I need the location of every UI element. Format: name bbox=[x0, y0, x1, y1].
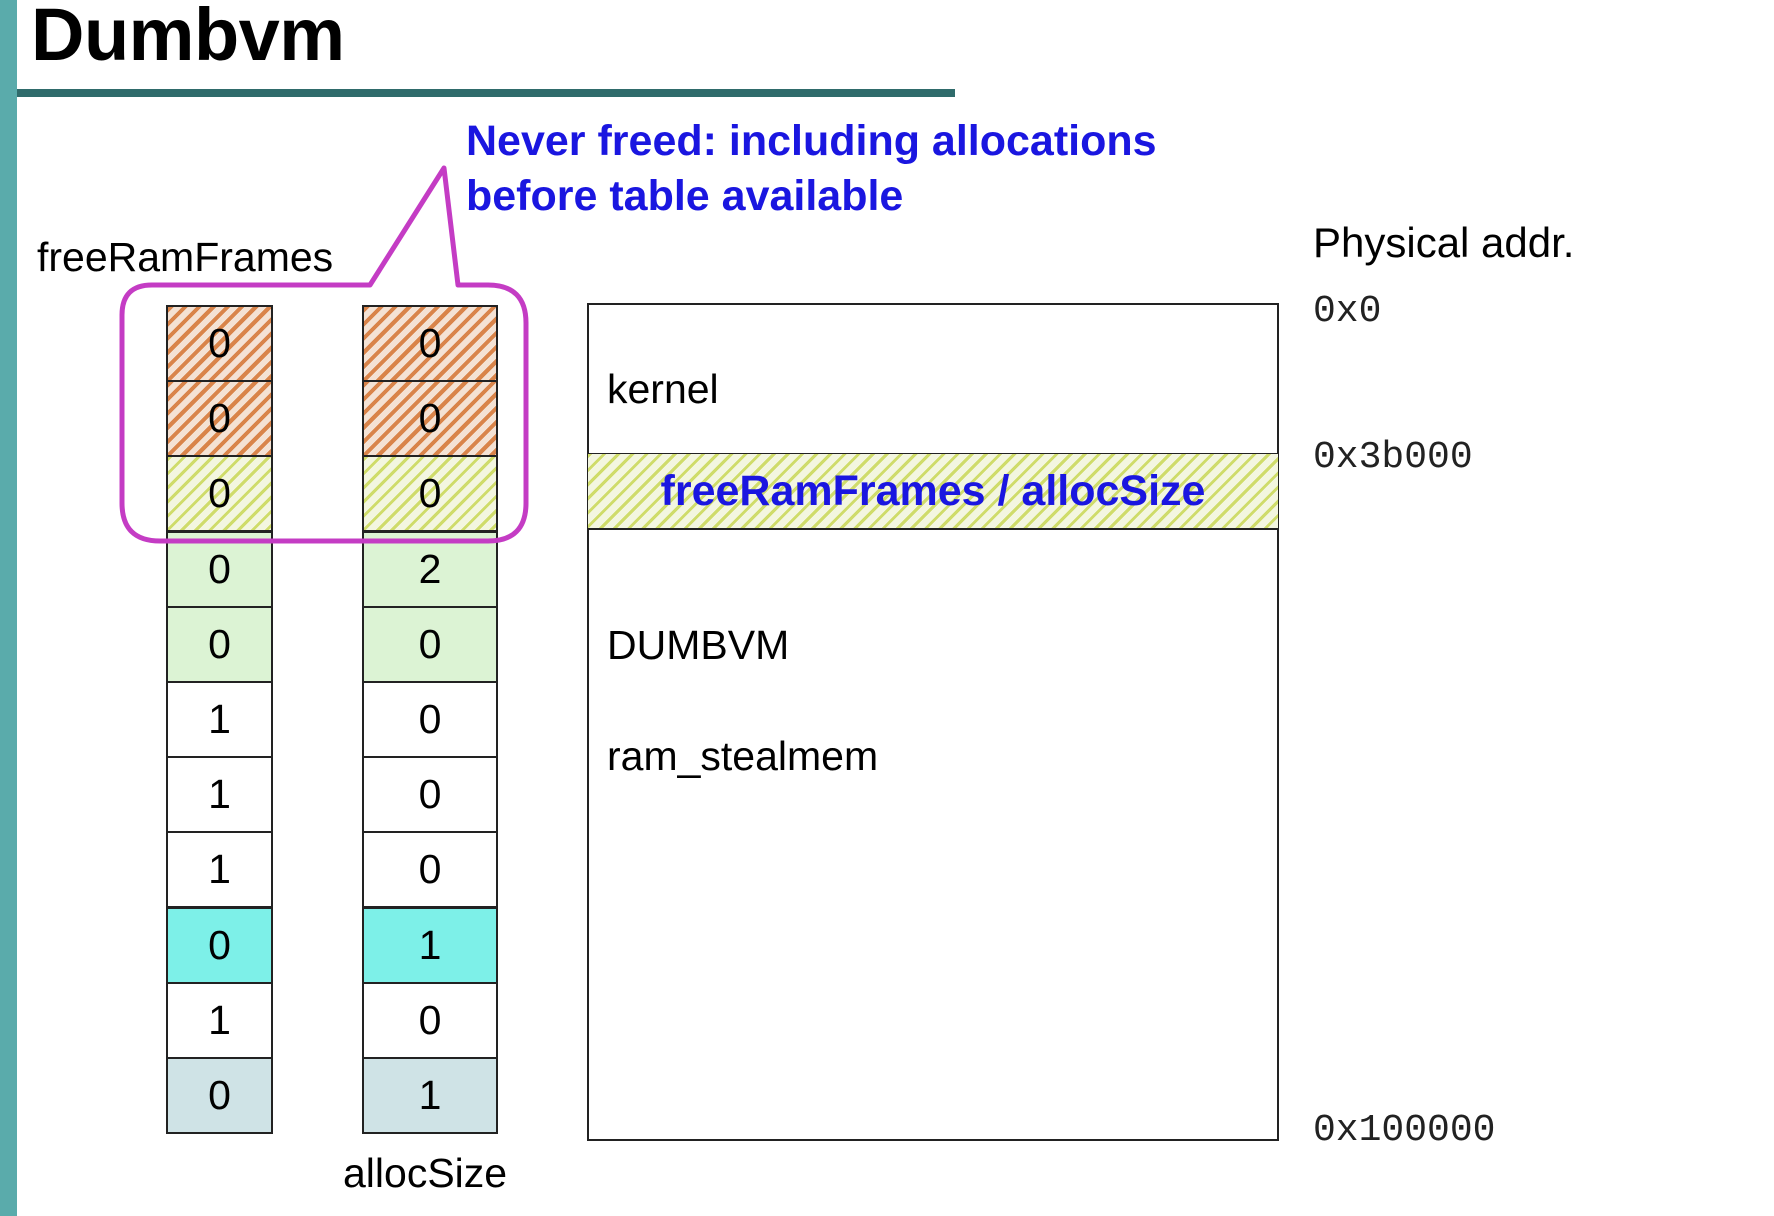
free-ram-frames-cell: 0 bbox=[166, 1057, 273, 1134]
free-ram-frames-cell: 0 bbox=[166, 531, 273, 608]
memory-kernel-label: kernel bbox=[607, 366, 719, 412]
alloc-size-cell: 0 bbox=[362, 455, 498, 532]
alloc-size-cell-value: 0 bbox=[418, 771, 442, 817]
callout-outline bbox=[119, 165, 529, 544]
free-ram-frames-cell-value: 1 bbox=[208, 771, 231, 817]
alloc-size-cell-value: 1 bbox=[418, 922, 442, 968]
free-ram-frames-cell: 0 bbox=[166, 455, 273, 532]
free-ram-frames-cell-value: 0 bbox=[208, 546, 231, 592]
alloc-size-cell-value: 0 bbox=[418, 320, 442, 366]
callout-text: Never freed: including allocations befor… bbox=[466, 114, 1226, 224]
free-ram-frames-cell: 0 bbox=[166, 380, 273, 457]
free-ram-frames-cell-value: 0 bbox=[208, 320, 231, 366]
address-end: 0x100000 bbox=[1313, 1109, 1496, 1152]
physical-memory-box bbox=[587, 303, 1279, 1141]
alloc-size-cell: 1 bbox=[362, 1057, 498, 1134]
slide-accent-bar bbox=[0, 0, 17, 1216]
memory-stealmem-label: ram_stealmem bbox=[607, 733, 879, 779]
free-ram-frames-cell-value: 1 bbox=[208, 997, 231, 1043]
alloc-size-cell-value: 0 bbox=[418, 395, 442, 441]
address-start: 0x0 bbox=[1313, 290, 1382, 333]
free-ram-frames-cell-value: 0 bbox=[208, 470, 231, 516]
alloc-size-cell-value: 0 bbox=[418, 621, 442, 667]
free-ram-frames-cell: 1 bbox=[166, 756, 273, 833]
slide-title: Dumbvm bbox=[31, 0, 345, 76]
memory-table-label: freeRamFrames / allocSize bbox=[660, 466, 1206, 515]
alloc-size-cell: 0 bbox=[362, 756, 498, 833]
address-kernel-end: 0x3b000 bbox=[1313, 436, 1473, 479]
free-ram-frames-cell: 0 bbox=[166, 305, 273, 382]
memory-divider-table bbox=[587, 528, 1279, 530]
free-ram-frames-cell-value: 0 bbox=[208, 922, 231, 968]
title-underline bbox=[17, 89, 955, 97]
free-ram-frames-cell: 1 bbox=[166, 831, 273, 908]
alloc-size-cell: 0 bbox=[362, 305, 498, 382]
alloc-size-cell-value: 0 bbox=[418, 997, 442, 1043]
callout-line-2: before table available bbox=[466, 172, 904, 220]
physical-addr-header: Physical addr. bbox=[1313, 219, 1575, 266]
alloc-size-cell: 0 bbox=[362, 606, 498, 683]
alloc-size-cell-value: 0 bbox=[418, 846, 442, 892]
alloc-size-cell-value: 1 bbox=[418, 1072, 442, 1118]
memory-table-region: freeRamFrames / allocSize bbox=[588, 454, 1278, 528]
alloc-size-cell: 1 bbox=[362, 907, 498, 984]
free-ram-frames-cell-value: 0 bbox=[208, 395, 231, 441]
callout-line-1: Never freed: including allocations bbox=[466, 117, 1157, 165]
free-ram-frames-cell: 0 bbox=[166, 907, 273, 984]
alloc-size-cell-value: 2 bbox=[418, 546, 442, 592]
alloc-size-cell: 0 bbox=[362, 380, 498, 457]
memory-dumbvm-label: DUMBVM bbox=[607, 622, 790, 668]
alloc-size-cell-value: 0 bbox=[418, 470, 442, 516]
alloc-size-cell: 2 bbox=[362, 531, 498, 608]
free-ram-frames-cell-value: 0 bbox=[208, 621, 231, 667]
alloc-size-cell: 0 bbox=[362, 831, 498, 908]
free-ram-frames-label: freeRamFrames bbox=[37, 234, 334, 280]
alloc-size-cell-value: 0 bbox=[418, 696, 442, 742]
free-ram-frames-cell-value: 1 bbox=[208, 846, 231, 892]
free-ram-frames-cell-value: 1 bbox=[208, 696, 231, 742]
free-ram-frames-cell-value: 0 bbox=[208, 1072, 231, 1118]
alloc-size-label: allocSize bbox=[343, 1150, 508, 1196]
